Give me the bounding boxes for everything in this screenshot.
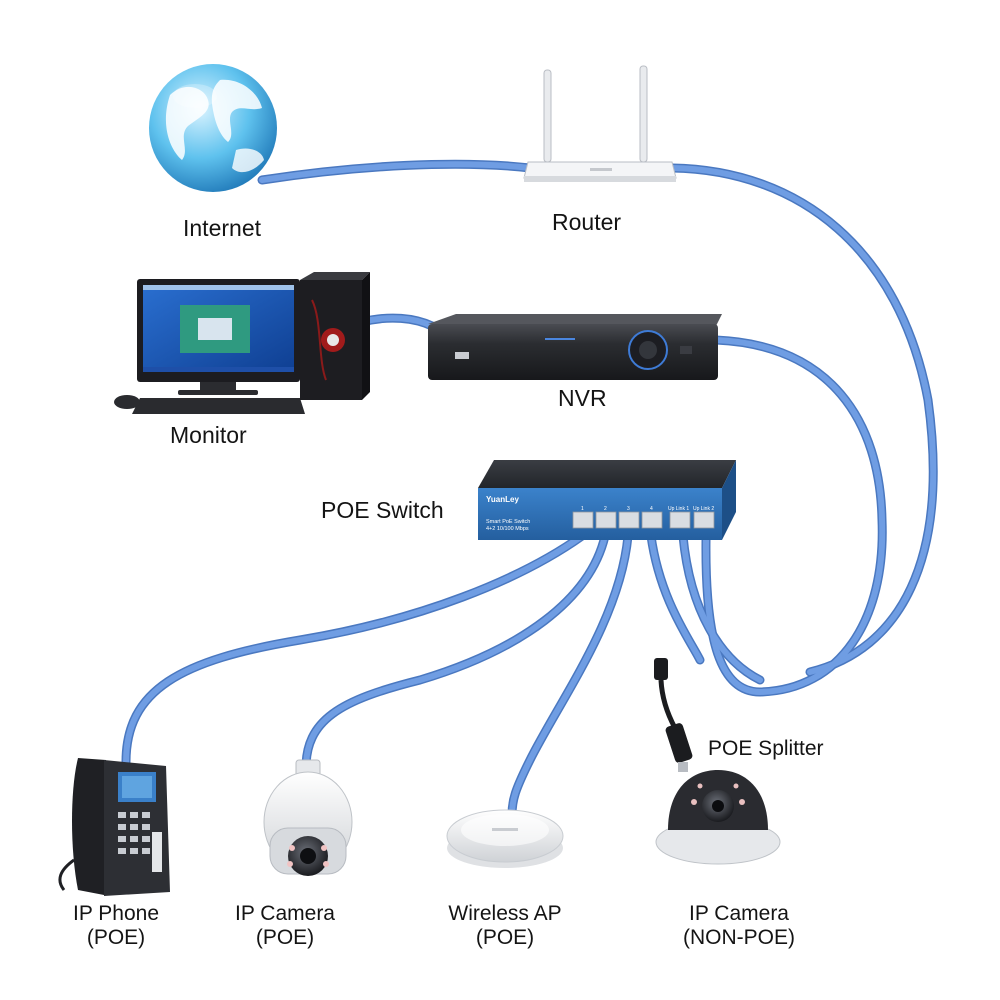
ip-camera-poe-subtitle: (POE) xyxy=(255,925,315,949)
router-icon xyxy=(523,65,677,182)
monitor-label: Monitor xyxy=(170,422,247,448)
nvr-label: NVR xyxy=(558,385,607,411)
switch-port-3 xyxy=(618,511,640,529)
switch-port-label-uplink-2: Up Link 2 xyxy=(693,506,714,512)
cable-switch-phone xyxy=(121,531,587,767)
ip-phone-icon xyxy=(58,758,170,896)
ptz-camera-icon xyxy=(263,759,353,876)
internet-label: Internet xyxy=(183,215,261,241)
switch-port-uplink-1 xyxy=(669,511,691,529)
switch-port-label-1: 1 xyxy=(581,506,584,512)
switch-port-label-3: 3 xyxy=(627,506,630,512)
switch-port-label-4: 4 xyxy=(650,506,653,512)
switch-port-1 xyxy=(572,511,594,529)
ip-phone-subtitle: (POE) xyxy=(86,925,146,949)
router-label: Router xyxy=(552,209,622,235)
switch-port-label-2: 2 xyxy=(604,506,607,512)
dome-camera-icon xyxy=(655,770,781,865)
computer-icon xyxy=(114,272,370,414)
poe-switch-label: POE Switch xyxy=(321,497,444,523)
ip-phone-label: IP Phone (POE) xyxy=(58,902,174,949)
wireless-ap-subtitle: (POE) xyxy=(475,925,535,949)
poe-splitter-icon xyxy=(654,658,693,772)
switch-port-4 xyxy=(641,511,663,529)
ip-camera-nonpoe-title: IP Camera xyxy=(689,902,789,925)
wireless-ap-label: Wireless AP (POE) xyxy=(430,902,580,949)
switch-port-uplink-2 xyxy=(693,511,715,529)
globe-icon xyxy=(149,64,277,192)
poe-switch-icon: YuanLey Smart PoE Switch 4+2 10/100 Mbps… xyxy=(478,460,736,540)
ip-camera-poe-label: IP Camera (POE) xyxy=(220,902,350,949)
poe-splitter-label: POE Splitter xyxy=(708,737,824,760)
wireless-ap-title: Wireless AP xyxy=(448,902,562,925)
switch-model-line2: 4+2 10/100 Mbps xyxy=(486,526,529,532)
switch-port-label-uplink-1: Up Link 1 xyxy=(668,506,689,512)
nvr-icon xyxy=(428,314,722,380)
switch-brand: YuanLey xyxy=(486,495,519,504)
switch-model-line1: Smart PoE Switch xyxy=(486,519,530,525)
ip-camera-nonpoe-label: IP Camera (NON-POE) xyxy=(664,902,814,949)
ip-phone-title: IP Phone xyxy=(72,902,160,925)
wireless-ap-icon xyxy=(446,809,564,868)
ip-camera-nonpoe-subtitle: (NON-POE) xyxy=(683,925,795,949)
cable-switch-camera-poe xyxy=(301,531,610,775)
ip-camera-poe-title: IP Camera xyxy=(235,902,335,925)
cable-switch-ap xyxy=(507,531,633,820)
switch-port-2 xyxy=(595,511,617,529)
